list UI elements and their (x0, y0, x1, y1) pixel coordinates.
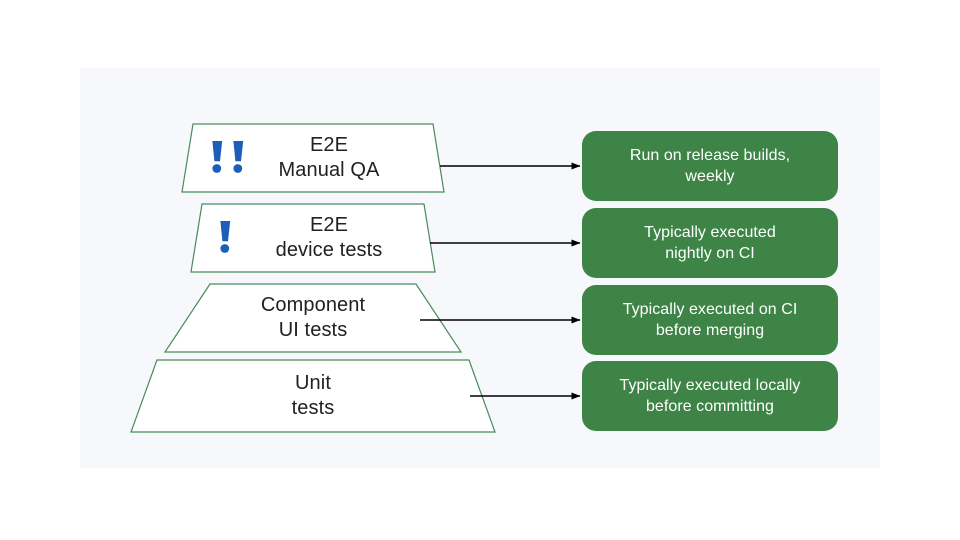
warning-exclamation-icon (233, 141, 244, 173)
callout-box-component-ui-tests[interactable] (582, 285, 838, 355)
callout-box-unit-tests[interactable] (582, 361, 838, 431)
callout-box-manual-qa[interactable] (582, 131, 838, 201)
pyramid-layer-component-ui-tests[interactable] (163, 283, 463, 353)
exclamation-dot (212, 164, 222, 173)
exclamation-stem (233, 141, 244, 162)
warning-exclamation-icon (220, 221, 231, 253)
exclamation-stem (212, 141, 223, 162)
callout-box-e2e-device-tests[interactable] (582, 208, 838, 278)
exclamation-dot (233, 164, 243, 173)
warning-exclamation-icon (212, 141, 223, 173)
pyramid-layer-manual-qa[interactable] (181, 123, 445, 193)
exclamation-dot (220, 244, 230, 253)
pyramid-layer-unit-tests[interactable] (130, 359, 496, 433)
exclamation-stem (220, 221, 231, 242)
pyramid-layer-e2e-device-tests[interactable] (190, 203, 436, 273)
